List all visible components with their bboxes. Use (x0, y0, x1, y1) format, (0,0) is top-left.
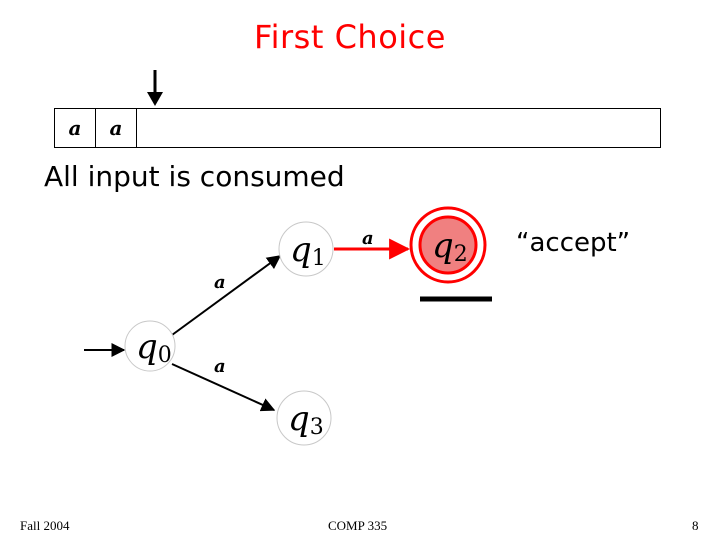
state-q2: q2 (409, 206, 487, 284)
tape-cell: a (55, 109, 96, 147)
svg-text:q3: q3 (288, 399, 324, 440)
tape-head-arrow-icon (147, 70, 163, 106)
svg-text:q0: q0 (136, 327, 172, 368)
transition-q0-q3 (171, 363, 276, 412)
svg-text:q1: q1 (290, 230, 326, 271)
svg-text:q2: q2 (432, 226, 468, 267)
edge-label-q1-q2: a (362, 228, 374, 249)
edge-label-q0-q1: a (214, 272, 226, 293)
accept-label: “accept” (516, 228, 631, 258)
state-q3: q3 (276, 390, 332, 446)
tape-cell: a (96, 109, 137, 147)
footer-page-number: 8 (692, 518, 699, 533)
status-message: All input is consumed (44, 160, 345, 193)
footer-course: COMP 335 (328, 518, 388, 533)
edge-label-q0-q3: a (214, 356, 226, 377)
input-tape: a a (54, 108, 661, 148)
slide-title: First Choice (254, 18, 446, 56)
footer-date: Fall 2004 (20, 518, 70, 533)
transition-q0-q1 (171, 255, 282, 336)
state-q1: q1 (278, 221, 334, 277)
state-q0: q0 (124, 320, 176, 372)
